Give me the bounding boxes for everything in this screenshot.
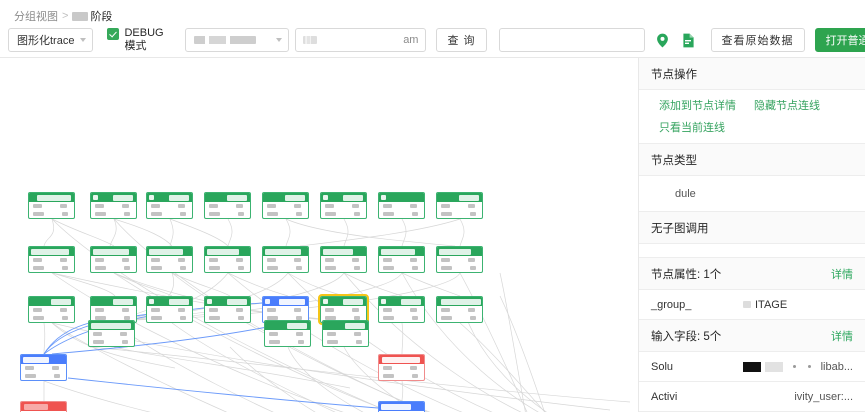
time-input-value [303, 36, 318, 44]
graph-node[interactable] [378, 401, 425, 412]
chevron-down-icon [80, 38, 87, 42]
redacted-block [765, 361, 783, 372]
time-input-suffix: am [403, 34, 419, 46]
attribute-key: _group_ [651, 298, 692, 311]
graph-node[interactable] [90, 246, 137, 273]
graph-node[interactable] [204, 296, 251, 323]
node-detail-panel: 节点操作 添加到节点详情 隐藏节点连线 只看当前连线 节点类型 dule 无子图… [638, 58, 865, 412]
graph-node[interactable] [378, 296, 425, 323]
action-add-to-node-detail[interactable]: 添加到节点详情 [659, 100, 736, 112]
top-bar: 分组视图 > 阶段 图形化trace DEBUG模式 am [0, 0, 865, 58]
view-mode-value: 图形化trace [17, 35, 75, 47]
section-header-node-actions: 节点操作 [639, 58, 865, 90]
breadcrumb-root[interactable]: 分组视图 [14, 11, 58, 23]
node-row [29, 210, 74, 218]
graph-node-highlighted[interactable] [318, 294, 369, 325]
graph-node[interactable] [436, 192, 483, 219]
input-field-key: Solu [651, 360, 674, 373]
dot-icon [793, 365, 796, 368]
node-row [29, 202, 74, 210]
graph-node[interactable] [88, 320, 135, 347]
input-field-row: Solu libab... [639, 352, 865, 382]
action-show-current-edges-only[interactable]: 只看当前连线 [659, 122, 725, 134]
graph-node[interactable] [320, 246, 367, 273]
redacted-block [743, 361, 761, 372]
input-field-row: Activi ivity_user:... [639, 382, 865, 412]
debug-mode-checkbox[interactable]: DEBUG模式 [107, 27, 169, 53]
graph-node[interactable] [322, 320, 369, 347]
filter-select-value [194, 36, 257, 44]
node-header [29, 193, 74, 202]
breadcrumb-current-label: 阶段 [90, 11, 113, 23]
filter-select[interactable] [185, 28, 290, 52]
redacted-block [72, 11, 89, 21]
attribute-row: _group_ ITAGE [639, 290, 865, 320]
section-title: 节点类型 [651, 154, 697, 167]
input-field-value: libab... [820, 360, 853, 373]
graph-node[interactable] [320, 192, 367, 219]
section-title: 节点属性: 1个 [651, 268, 722, 281]
section-header-node-type: 节点类型 [639, 144, 865, 176]
graph-edges [43, 218, 631, 412]
graph-node[interactable] [262, 246, 309, 273]
graph-node[interactable] [204, 246, 251, 273]
section-header-node-attributes: 节点属性: 1个 详情 [639, 258, 865, 290]
input-fields-detail-link[interactable]: 详情 [831, 330, 853, 343]
dot-icon [808, 365, 811, 368]
view-raw-data-button[interactable]: 查看原始数据 [710, 28, 805, 52]
breadcrumb: 分组视图 > 阶段 [14, 8, 112, 24]
checkbox-checked-icon [107, 28, 120, 40]
graph-node[interactable] [146, 246, 193, 273]
attributes-detail-link[interactable]: 详情 [831, 268, 853, 281]
input-field-redaction [743, 361, 821, 372]
query-button[interactable]: 查 询 [436, 28, 487, 52]
graph-node[interactable] [28, 192, 75, 219]
open-debug-button[interactable]: 打开普通调试 [814, 28, 865, 52]
graph-node[interactable] [204, 192, 251, 219]
empty-spacer [639, 244, 865, 258]
graph-node[interactable] [436, 296, 483, 323]
action-hide-node-edges[interactable]: 隐藏节点连线 [754, 100, 820, 112]
graph-node[interactable] [264, 320, 311, 347]
node-actions: 添加到节点详情 隐藏节点连线 只看当前连线 [639, 90, 865, 144]
location-pin-icon[interactable] [655, 31, 671, 49]
input-field-value: ivity_user:... [794, 390, 853, 403]
graph-node-root[interactable] [20, 354, 67, 381]
graph-node[interactable] [28, 246, 75, 273]
time-input[interactable]: am [295, 28, 427, 52]
chevron-down-icon [276, 38, 283, 42]
graph-node[interactable] [378, 246, 425, 273]
graph-node[interactable] [90, 296, 137, 323]
toolbar: 图形化trace DEBUG模式 am 查 询 [8, 27, 865, 53]
debug-mode-label: DEBUG模式 [124, 27, 164, 52]
graph-node-error[interactable] [378, 354, 425, 381]
search-input[interactable] [498, 28, 645, 52]
section-title: 节点操作 [651, 68, 697, 81]
attribute-value: ITAGE [743, 299, 853, 311]
graph-node[interactable] [28, 296, 75, 323]
graph-node-selected[interactable] [262, 296, 309, 323]
section-header-no-subgraph: 无子图调用 [639, 212, 865, 244]
view-mode-select[interactable]: 图形化trace [8, 28, 94, 52]
graph-node[interactable] [90, 192, 137, 219]
breadcrumb-separator: > [62, 10, 69, 22]
graph-node[interactable] [378, 192, 425, 219]
breadcrumb-current: 阶段 [72, 8, 112, 24]
input-field-key: Activi [651, 390, 678, 403]
section-header-input-fields: 输入字段: 5个 详情 [639, 320, 865, 352]
graph-node[interactable] [146, 296, 193, 323]
section-title: 无子图调用 [651, 222, 709, 235]
section-title: 输入字段: 5个 [651, 330, 722, 343]
graph-node[interactable] [146, 192, 193, 219]
graph-node[interactable] [436, 246, 483, 273]
node-label-redacted [37, 194, 71, 201]
graph-node-error[interactable] [20, 401, 67, 412]
node-type-value: dule [675, 187, 696, 200]
graph-canvas[interactable] [0, 58, 638, 412]
node-type-value-row: dule [639, 176, 865, 212]
file-export-icon[interactable] [681, 31, 697, 49]
graph-node[interactable] [262, 192, 309, 219]
